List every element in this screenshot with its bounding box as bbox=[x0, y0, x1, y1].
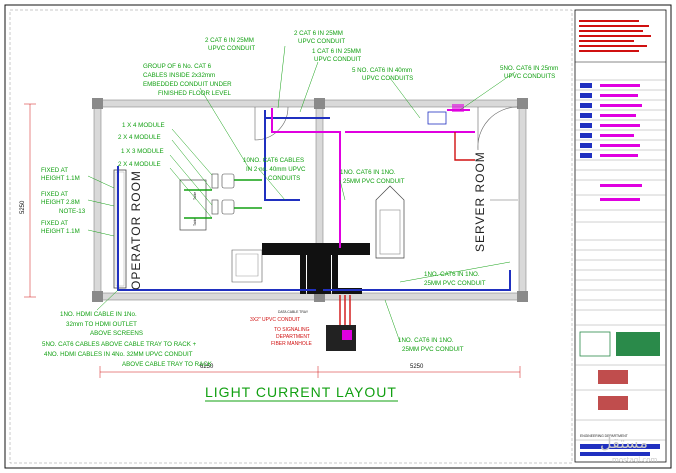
callout-10cat6-2: IN 2 no. 40mm UPVC bbox=[246, 166, 306, 173]
table-label: Table bbox=[193, 192, 197, 200]
dim-left-width: 6250 bbox=[200, 364, 214, 370]
callout-10cat6-3: CONDUITS bbox=[268, 175, 300, 182]
callout-5cat6-40-1: 5 NO. CAT6 IN 40mm bbox=[352, 67, 412, 74]
watermark-url: mostaql.com bbox=[612, 456, 658, 464]
module-1x3: 1 X 3 MODULE bbox=[121, 148, 164, 155]
fixed-1-b: HEIGHT 1.1M bbox=[41, 175, 80, 182]
sofa-operator bbox=[231, 249, 263, 283]
callout-2cat6-a-1: 2 CAT 6 IN 25MM bbox=[205, 37, 254, 44]
callout-2cat6-a-2: UPVC CONDUIT bbox=[208, 45, 255, 52]
table-label-2: Table bbox=[193, 218, 197, 226]
hdmi-3: ABOVE SCREENS bbox=[90, 330, 143, 337]
hdmi-6: ABOVE CABLE TRAY TO RACK bbox=[122, 361, 213, 368]
tray-label: DATA CABLE TRAY bbox=[278, 310, 309, 314]
leader-lines bbox=[87, 45, 516, 343]
drawing-title: LIGHT CURRENT LAYOUT bbox=[205, 384, 397, 400]
callout-2cat6-b-2: UPVC CONDUIT bbox=[298, 38, 345, 45]
callout-1cat6-25pvc-a-2: 25MM PVC CONDUIT bbox=[343, 178, 405, 185]
hdmi-2: 32mm TO HDMI OUTLET bbox=[66, 321, 137, 328]
upvc-conduit-label: 3X2" UPVC CONDUIT bbox=[250, 317, 300, 323]
operator-room-label: OPERATOR ROOM bbox=[129, 170, 143, 290]
callouts: GROUP OF 6 No. CAT 6 CABLES INSIDE 2x32m… bbox=[41, 30, 558, 368]
callout-1cat6-25pvc-a-1: 1NO. CAT6 IN 1NO. bbox=[340, 169, 396, 176]
dim-right-width: 5250 bbox=[410, 364, 424, 370]
callout-10cat6-1: 10NO. CAT6 CABLES bbox=[243, 157, 304, 164]
module-2x4-a: 2 X 4 MODULE bbox=[118, 134, 161, 141]
dimension-lines bbox=[24, 103, 521, 378]
fixed-2-b: HEIGHT 2.8M bbox=[41, 199, 80, 206]
drawing-frame bbox=[9, 9, 573, 464]
callout-group-cat6-3: EMBEDDED CONDUIT UNDER bbox=[143, 81, 232, 88]
fixed-2-a: FIXED AT bbox=[41, 191, 68, 198]
callout-5cat6-25-2: UPVC CONDUITS bbox=[504, 73, 555, 80]
project-name: ENGINEERING DEPARTMENT bbox=[580, 434, 628, 438]
callout-group-cat6-1: GROUP OF 6 No. CAT 6 bbox=[143, 63, 212, 70]
module-1x4-a: 1 X 4 MODULE bbox=[122, 122, 165, 129]
callout-group-cat6-2: CABLES INSIDE 2x32mm bbox=[143, 72, 215, 79]
hdmi-1: 1NO. HDMI CABLE IN 1No. bbox=[60, 311, 137, 318]
callout-group-cat6-4: FINISHED FLOOR LEVEL bbox=[158, 90, 231, 97]
callout-5cat6-40-2: UPVC CONDUITS bbox=[362, 75, 413, 82]
callout-1cat6-25pvc-b-1: 1NO. CAT6 IN 1NO. bbox=[424, 271, 480, 278]
fixed-2-note: NOTE-13 bbox=[59, 208, 86, 215]
callout-1cat6-1: 1 CAT 6 IN 25MM bbox=[312, 48, 361, 55]
title-block: ENGINEERING DEPARTMENT bbox=[574, 9, 667, 463]
fixed-3-a: FIXED AT bbox=[41, 220, 68, 227]
hdmi-4: 5NO. CAT6 CABLES ABOVE CABLE TRAY TO RAC… bbox=[42, 341, 197, 348]
chairs bbox=[211, 173, 235, 215]
callout-1cat6-25pvc-c-1: 1NO. CAT6 IN 1NO. bbox=[398, 337, 454, 344]
callout-2cat6-b-1: 2 CAT 6 IN 25MM bbox=[294, 30, 343, 37]
server-room-label: SERVER ROOM bbox=[473, 151, 487, 252]
conduit-magenta bbox=[271, 108, 475, 248]
callout-1cat6-25pvc-b-2: 25MM PVC CONDUIT bbox=[424, 280, 486, 287]
callout-5cat6-25-1: 5NO. CAT6 IN 25mm bbox=[500, 65, 558, 72]
table-area: Table Table bbox=[179, 179, 207, 231]
fixed-3-b: HEIGHT 1.1M bbox=[41, 228, 80, 235]
module-2x4-b: 2 X 4 MODULE bbox=[118, 161, 161, 168]
ac-unit bbox=[427, 104, 464, 125]
hdmi-5: 4NO. HDMI CABLES IN 4No. 32MM UPVC CONDU… bbox=[44, 351, 193, 358]
server-rack bbox=[375, 185, 405, 259]
fixed-1-a: FIXED AT bbox=[41, 167, 68, 174]
dim-height: 5250 bbox=[20, 200, 26, 214]
watermark-logo: مستقل bbox=[600, 433, 648, 452]
signaling-1: TO SIGNALING bbox=[274, 327, 310, 333]
operator-desk bbox=[113, 169, 127, 289]
signaling-2: DEPARTMENT bbox=[276, 334, 310, 340]
callout-1cat6-2: UPVC CONDUIT bbox=[314, 56, 361, 63]
callout-1cat6-25pvc-c-2: 25MM PVC CONDUIT bbox=[402, 346, 464, 353]
signaling-3: FIBER MANHOLE bbox=[271, 341, 313, 347]
manhole-cover bbox=[342, 330, 352, 340]
